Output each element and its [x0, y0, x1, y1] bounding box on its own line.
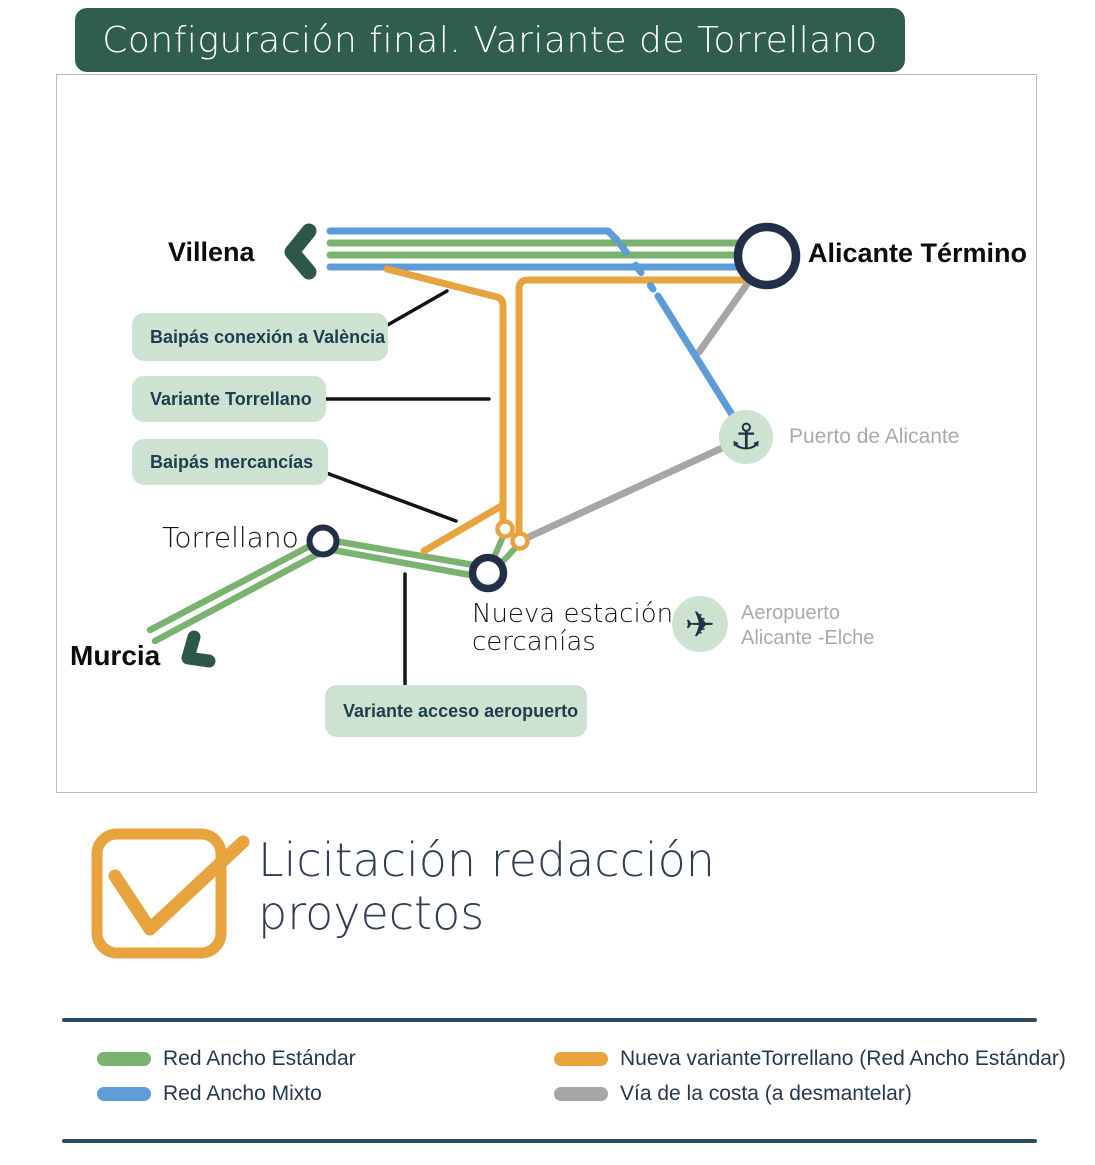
- station-label-nueva-estacion-line1: Nueva estación: [472, 599, 674, 629]
- callout-variante-aeropuerto-label: Variante acceso aeropuerto: [343, 700, 579, 721]
- checkmark-icon: [108, 835, 250, 936]
- callout-baipas-mercancias-label: Baipás mercancías: [150, 451, 314, 472]
- poi-label-aeropuerto-line1: Aeropuerto: [741, 602, 840, 624]
- legend-item-variante: Nueva varianteTorrellano (Red Ancho Está…: [554, 1047, 1066, 1071]
- page-title: Configuración final. Variante de Torrell…: [102, 19, 878, 61]
- callout-variante-torrellano: Variante Torrellano: [132, 376, 326, 422]
- callout-variante-aeropuerto: Variante acceso aeropuerto: [325, 685, 587, 737]
- callout-variante-torrellano-label: Variante Torrellano: [150, 388, 312, 409]
- station-label-nueva-estacion-line2: cercanías: [472, 627, 596, 657]
- callout-baipas-mercancias: Baipás mercancías: [132, 439, 328, 485]
- station-label-villena: Villena: [168, 237, 255, 267]
- status-label: Licitación redacción proyectos: [258, 833, 715, 941]
- legend-item-estandar: Red Ancho Estándar: [97, 1047, 356, 1071]
- divider-bottom: [62, 1139, 1037, 1143]
- legend-label-variante: Nueva varianteTorrellano (Red Ancho Está…: [620, 1047, 1066, 1070]
- callout-baipas-valencia: Baipás conexión a València: [132, 313, 388, 361]
- station-label-alicante-termino: Alicante Término: [808, 238, 1028, 268]
- poi-label-aeropuerto-line2: Alicante -Elche: [741, 627, 875, 649]
- divider-top: [62, 1018, 1037, 1022]
- legend-swatch-estandar: [97, 1052, 151, 1066]
- checkbox: [91, 828, 227, 959]
- legend-label-costa: Vía de la costa (a desmantelar): [620, 1082, 912, 1105]
- legend-item-costa: Vía de la costa (a desmantelar): [554, 1082, 912, 1106]
- legend-swatch-costa: [554, 1087, 608, 1101]
- legend-label-estandar: Red Ancho Estándar: [163, 1047, 356, 1070]
- callout-baipas-valencia-label: Baipás conexión a València: [150, 326, 386, 347]
- header-banner: Configuración final. Variante de Torrell…: [75, 8, 905, 72]
- station-label-murcia: Murcia: [70, 640, 161, 671]
- legend-swatch-variante: [554, 1052, 608, 1066]
- legend-label-mixto: Red Ancho Mixto: [163, 1082, 322, 1105]
- station-label-torrellano: Torrellano: [162, 521, 299, 554]
- legend-swatch-mixto: [97, 1087, 151, 1101]
- legend-item-mixto: Red Ancho Mixto: [97, 1082, 322, 1106]
- poi-label-puerto: Puerto de Alicante: [789, 425, 960, 448]
